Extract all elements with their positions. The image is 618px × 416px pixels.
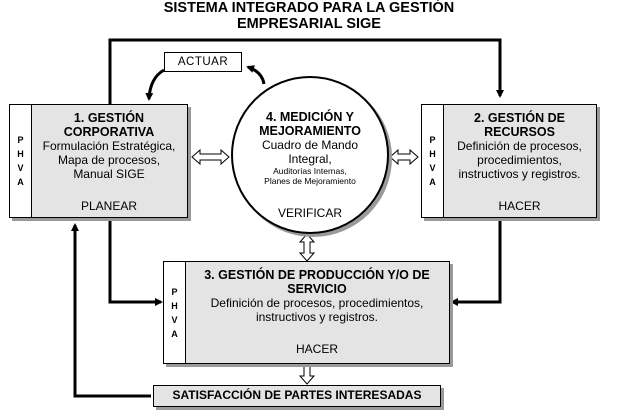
box-gestion-de-recursos: P H V A 2. GESTIÓN DE RECURSOS Definició… — [421, 104, 597, 218]
box-description: Manual SIGE — [73, 167, 145, 181]
box-heading: 2. GESTIÓN DE — [474, 111, 565, 125]
circle-description: Integral, — [288, 152, 332, 166]
double-arrow-circle-box2 — [389, 148, 419, 166]
phase-label: HACER — [295, 342, 338, 356]
phva-strip: P H V A — [10, 105, 32, 217]
circle-small-text: Planes de Mejoramiento — [264, 176, 356, 186]
phva-letter: V — [429, 163, 436, 173]
box-gestion-de-produccion: P H V A 3. GESTIÓN DE PRODUCCIÓN Y/O DE … — [163, 261, 450, 364]
box-description: Definición de procesos, procedimientos, — [210, 296, 424, 310]
phva-letter: H — [429, 149, 436, 159]
phva-letter: P — [17, 135, 24, 145]
circle-description: Cuadro de Mando — [261, 138, 359, 152]
box-heading: 1. GESTIÓN — [73, 111, 145, 125]
phva-letter: V — [17, 163, 24, 173]
double-arrow-box1-circle — [191, 148, 230, 166]
phva-letter: P — [171, 286, 178, 297]
box-heading: 3. GESTIÓN DE PRODUCCIÓN Y/O DE — [204, 268, 430, 282]
phva-letter: P — [429, 135, 436, 145]
box-description: Formulación Estratégica, — [42, 139, 176, 153]
phva-letter: A — [171, 328, 178, 339]
arrow-box2-to-box3 — [450, 218, 502, 306]
box-heading: SERVICIO — [287, 282, 347, 296]
phase-label: VERIFICAR — [277, 206, 342, 220]
box-heading: RECURSOS — [484, 125, 555, 139]
phase-label: HACER — [498, 199, 541, 213]
arrow-circle-to-actuar — [246, 65, 266, 85]
arrow-box1-to-box3 — [108, 218, 163, 306]
phva-strip: P H V A — [422, 105, 444, 217]
box-description: Definición de procesos, — [457, 139, 582, 153]
arrow-actuar-to-box1 — [145, 68, 165, 101]
circle-heading: MEJORAMIENTO — [259, 124, 361, 138]
arrow-satisfaction-to-box1 — [71, 223, 151, 398]
arrow-box1-to-box2 — [108, 38, 504, 104]
diagram-title-line2: EMPRESARIAL SIGE — [237, 16, 381, 32]
box-heading: CORPORATIVA — [63, 125, 155, 139]
phva-letter: H — [17, 149, 24, 159]
phva-letter: H — [171, 300, 178, 311]
box-description: instructivos y registros. — [458, 167, 581, 181]
hollow-arrow-box3-to-satisfaction — [298, 363, 316, 385]
box-description: instructivos y registros. — [255, 310, 379, 324]
box-gestion-corporativa: P H V A 1. GESTIÓN CORPORATIVA Formulaci… — [9, 104, 188, 218]
circle-medicion-mejoramiento: 4. MEDICIÓN Y MEJORAMIENTO Cuadro de Man… — [231, 76, 389, 234]
box-description: Mapa de procesos, — [57, 153, 161, 167]
phva-letter: V — [171, 314, 178, 325]
double-arrow-circle-box3 — [298, 233, 316, 262]
phase-label: PLANEAR — [80, 199, 138, 213]
diagram-title-line1: SISTEMA INTEGRADO PARA LA GESTIÓN — [163, 0, 455, 16]
box-description: procedimientos, — [477, 153, 562, 167]
phva-strip: P H V A — [164, 262, 186, 363]
actuar-label-box: ACTUAR — [164, 52, 242, 72]
phva-letter: A — [17, 177, 24, 187]
phva-letter: A — [429, 177, 436, 187]
satisfaction-box: SATISFACCIÓN DE PARTES INTERESADAS — [153, 385, 441, 407]
circle-small-text: Auditorías Internas, — [273, 166, 347, 176]
circle-heading: 4. MEDICIÓN Y — [266, 110, 354, 124]
